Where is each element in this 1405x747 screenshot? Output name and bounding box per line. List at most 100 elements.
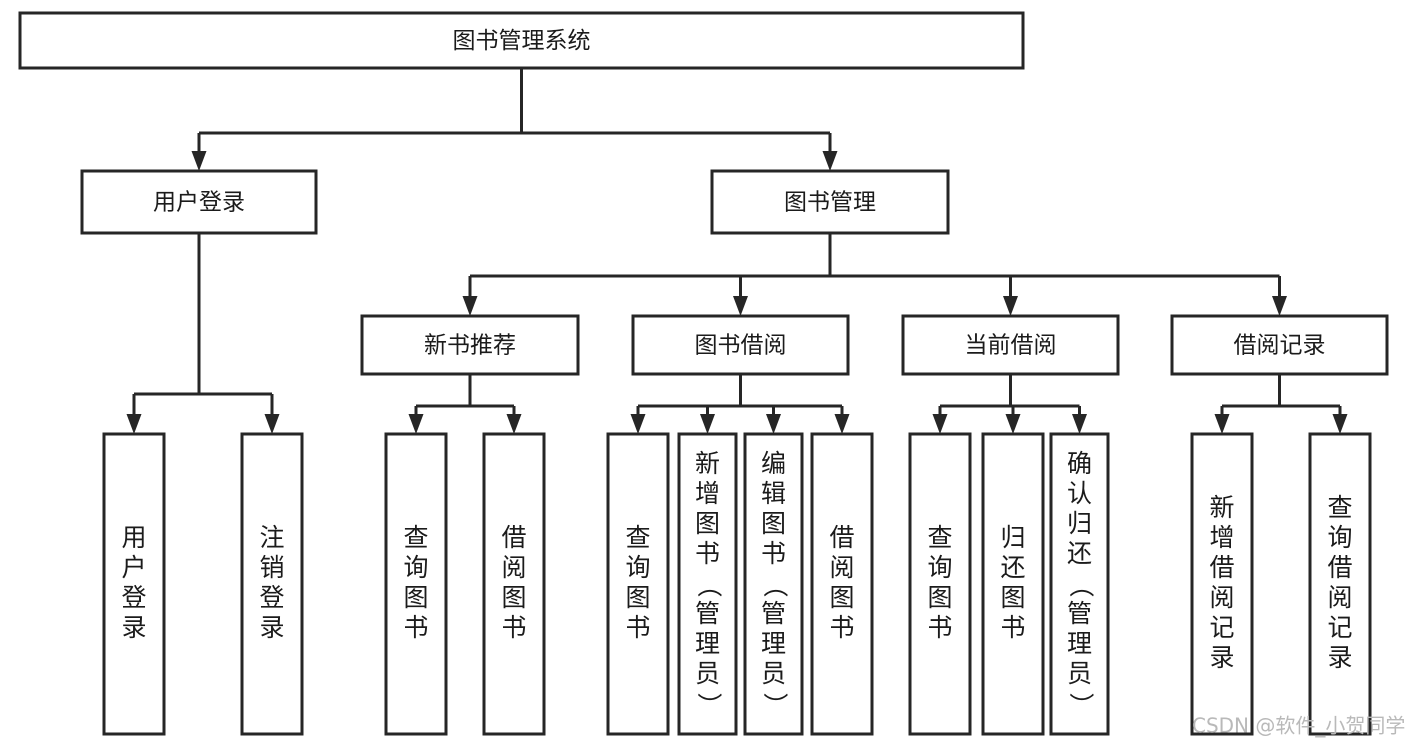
arrow-head-icon: [700, 414, 715, 434]
node-label-char: ）: [1067, 692, 1096, 717]
node-box-leaf-add-record[interactable]: [1190, 432, 1254, 736]
node-label-char: 归: [1067, 509, 1092, 538]
connectors-layer: [126, 68, 1348, 434]
node-book-manage[interactable]: 图书管理: [710, 169, 950, 235]
node-box-root[interactable]: [18, 11, 1025, 70]
arrow-head-icon: [408, 414, 424, 434]
node-label-char: 查: [403, 523, 428, 552]
node-label-char: 询: [625, 553, 650, 582]
node-label-char: 新: [695, 449, 720, 478]
node-label-char: 录: [1327, 643, 1352, 672]
node-box-leaf-return-book[interactable]: [981, 432, 1045, 736]
node-label-char: 理: [1067, 629, 1092, 658]
node-box-new-book-rec[interactable]: [360, 314, 580, 376]
edge-group-book-borrow: [630, 374, 850, 434]
node-box-leaf-query-record[interactable]: [1308, 432, 1372, 736]
node-label-char: 书: [761, 539, 786, 568]
node-user-login[interactable]: 用户登录: [80, 169, 318, 235]
node-label-char: 还: [1067, 539, 1092, 568]
arrow-head-icon: [264, 414, 280, 434]
arrow-head-icon: [932, 414, 948, 434]
node-box-leaf-confirm-return[interactable]: [1049, 432, 1110, 736]
node-book-borrow[interactable]: 图书借阅: [631, 314, 850, 376]
node-box-leaf-borrow-book-1[interactable]: [482, 432, 546, 736]
node-label-user-login: 用户登录: [153, 190, 245, 216]
arrow-head-icon: [1214, 414, 1230, 434]
arrow-head-icon: [630, 414, 646, 434]
node-label-char: 阅: [1209, 583, 1234, 612]
node-box-leaf-logout[interactable]: [240, 432, 304, 736]
node-label-char: 图: [403, 583, 428, 612]
node-label-char: 书: [403, 613, 428, 642]
node-box-current-borrow[interactable]: [901, 314, 1120, 376]
node-label-char: 阅: [829, 553, 854, 582]
node-current-borrow[interactable]: 当前借阅: [901, 314, 1120, 376]
node-label-root: 图书管理系统: [453, 28, 591, 54]
node-box-leaf-query-book-1[interactable]: [384, 432, 448, 736]
node-label-new-book-rec: 新书推荐: [424, 333, 516, 359]
arrow-head-icon: [733, 296, 748, 316]
edge-group-book-manage: [462, 233, 1287, 316]
node-box-leaf-query-book-3[interactable]: [908, 432, 972, 736]
node-box-leaf-user-login[interactable]: [102, 432, 166, 736]
node-root[interactable]: 图书管理系统: [18, 11, 1025, 70]
node-label-char: 图: [1000, 583, 1025, 612]
edge-group-current-borrow: [932, 374, 1087, 434]
node-box-borrow-record[interactable]: [1170, 314, 1389, 376]
arrow-head-icon: [766, 414, 781, 434]
node-label-char: 认: [1067, 479, 1092, 508]
node-box-leaf-borrow-book-2[interactable]: [810, 432, 874, 736]
node-label-char: 登: [121, 583, 146, 612]
node-label-current-borrow: 当前借阅: [965, 333, 1057, 359]
node-box-leaf-add-book[interactable]: [677, 432, 738, 736]
node-label-char: 归: [1000, 523, 1025, 552]
node-box-book-borrow[interactable]: [631, 314, 850, 376]
node-label-char: 增: [1209, 523, 1234, 552]
node-label-char: 理: [761, 629, 786, 658]
nodes-layer: 图书管理系统用户登录图书管理新书推荐图书借阅当前借阅借阅记录用户登录注销登录查询…: [18, 11, 1389, 736]
edge-group-root: [191, 68, 838, 171]
node-label-char: 图: [695, 509, 720, 538]
node-borrow-record[interactable]: 借阅记录: [1170, 314, 1389, 376]
node-label-char: 管: [761, 599, 786, 628]
node-label-char: 增: [695, 479, 720, 508]
node-leaf-user-login[interactable]: 用户登录: [102, 432, 166, 736]
node-label-char: 确: [1067, 449, 1092, 478]
node-box-leaf-query-book-2[interactable]: [606, 432, 670, 736]
node-label-char: 注: [259, 523, 284, 552]
node-label-char: 辑: [761, 479, 786, 508]
node-label-char: 书: [625, 613, 650, 642]
node-label-char: 借: [829, 523, 854, 552]
arrow-head-icon: [191, 151, 207, 171]
node-label-book-manage: 图书管理: [784, 190, 876, 216]
node-box-leaf-edit-book[interactable]: [743, 432, 804, 736]
node-label-char: 书: [829, 613, 854, 642]
node-box-user-login[interactable]: [80, 169, 318, 235]
node-label-char: 销: [259, 553, 284, 582]
node-label-char: 阅: [1327, 583, 1352, 612]
node-label-char: 阅: [501, 553, 526, 582]
node-new-book-rec[interactable]: 新书推荐: [360, 314, 580, 376]
arrow-head-icon: [1003, 296, 1018, 316]
node-box-book-manage[interactable]: [710, 169, 950, 235]
arrow-head-icon: [126, 414, 142, 434]
node-label-char: 图: [501, 583, 526, 612]
arrow-head-icon: [1272, 296, 1287, 316]
node-label-char: 查: [1327, 493, 1352, 522]
node-label-char: 还: [1000, 553, 1025, 582]
node-label-char: 录: [259, 613, 284, 642]
